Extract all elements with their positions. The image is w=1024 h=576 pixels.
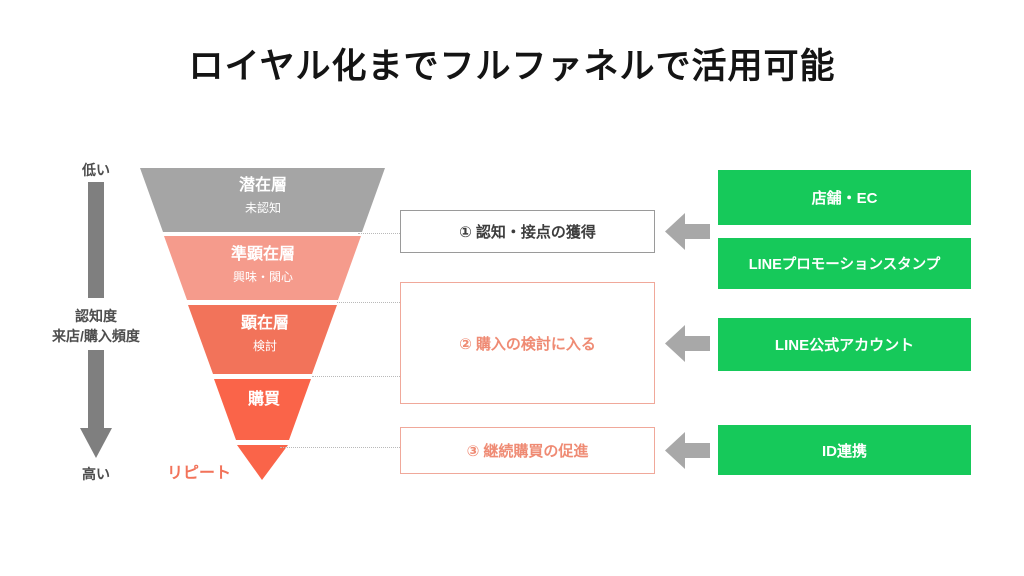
stage-box-1[interactable]: ① 認知・接点の獲得 [400,210,655,253]
funnel-layer-2-label: 準顕在層 [230,246,295,263]
connector-dotted-1 [358,233,402,234]
funnel-repeat-label: リピート [166,465,231,482]
axis-label-middle-line1: 認知度 [75,308,117,324]
funnel-layer-1-sublabel: 未認知 [244,201,281,215]
axis-label-middle-line2: 来店/購入頻度 [52,328,140,344]
funnel-layer-1 [140,168,385,232]
product-box-4[interactable]: ID連携 [718,425,971,475]
product-box-3-label: LINE公式アカウント [774,337,915,354]
connector-dotted-4 [280,447,402,448]
product-box-1[interactable]: 店舗・EC [718,170,971,225]
product-box-4-label: ID連携 [821,442,867,460]
stage-box-3-label: ③ 継続購買の促進 [466,443,589,460]
axis-label-low: 低い [82,162,110,178]
product-box-3[interactable]: LINE公式アカウント [718,318,971,371]
stage-box-3[interactable]: ③ 継続購買の促進 [400,427,655,474]
axis-label-high: 高い [82,466,110,482]
stage-box-1-label: ① 認知・接点の獲得 [459,224,596,241]
product-box-2[interactable]: LINEプロモーションスタンプ [718,238,971,289]
stage-box-2[interactable]: ② 購入の検討に入る [400,282,655,404]
funnel-layer-tip [237,445,288,480]
funnel-layer-3 [188,305,337,374]
axis-label-middle: 認知度 来店/購入頻度 [20,306,172,346]
funnel-layer-3-label: 顕在層 [240,315,289,332]
product-box-2-label: LINEプロモーションスタンプ [748,257,941,273]
product-box-1-label: 店舗・EC [811,190,878,207]
connector-dotted-2 [337,302,402,303]
funnel-layer-2 [164,236,361,300]
funnel-layer-1-label: 潜在層 [238,177,287,194]
connector-dotted-3 [312,376,402,377]
funnel-layer-3-sublabel: 検討 [252,339,277,353]
funnel-layer-4-label: 購買 [247,391,280,408]
funnel-layer-2-sublabel: 興味・関心 [232,270,293,284]
funnel-layer-4 [214,379,311,440]
stage-box-2-label: ② 購入の検討に入る [459,335,596,353]
page-title: ロイヤル化までフルファネルで活用可能 [188,47,836,86]
